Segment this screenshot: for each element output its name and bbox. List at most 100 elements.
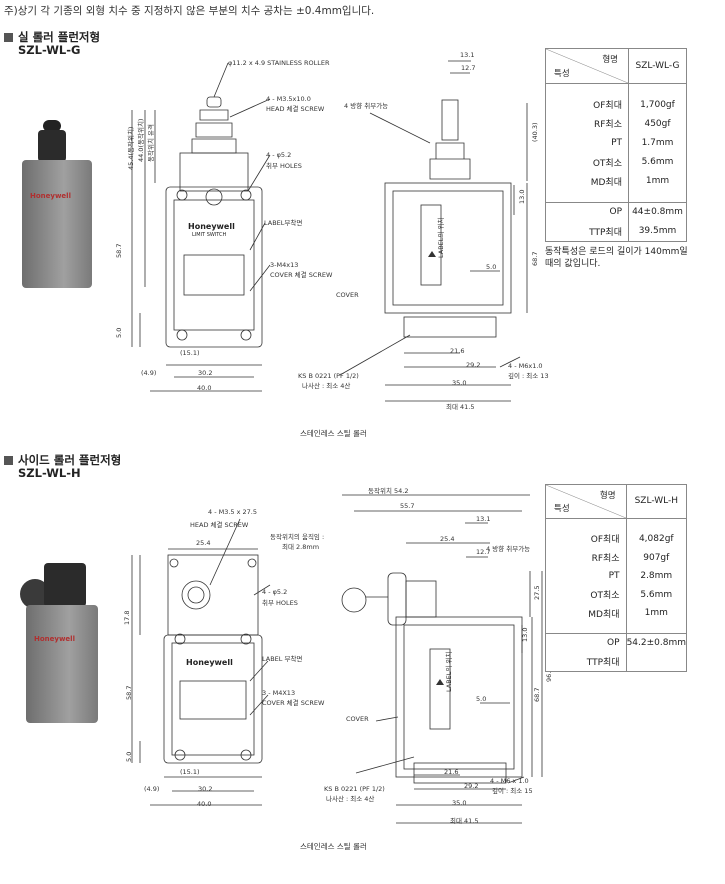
- dim-free-g: 동작위치 유격: [147, 124, 155, 162]
- hdr-char-g: 특성: [554, 68, 570, 79]
- label-m6-sub-h: 깊이 : 최소 15: [492, 787, 533, 795]
- dim-41-5-g: 최대 41.5: [446, 403, 475, 411]
- dim-29-2-g: 29.2: [466, 361, 481, 369]
- dim-41-5-h: 최대 41.5: [450, 817, 479, 825]
- label-stroke-h: 동작위치 54.2: [368, 487, 409, 495]
- footnote-g: 동작특성은 로드의 길이가 140mm일 때의 값입니다.: [545, 247, 688, 269]
- spec-key: PT: [546, 566, 627, 586]
- spec-value: 1,700gf: [640, 99, 675, 110]
- label-ks-sub-h: 나사산 : 최소 4산: [326, 795, 375, 803]
- drawing-brand-sub-g: LIMIT SWITCH: [192, 232, 227, 238]
- dim-40-0-h: 40.0: [197, 800, 212, 808]
- spec-value: 5.6mm: [641, 157, 674, 168]
- dim-40-0-g: 40.0: [197, 384, 212, 392]
- spec-key: MD최대: [546, 603, 627, 623]
- square-bullet-icon: [4, 33, 13, 42]
- spec-value: 4,082gf: [638, 533, 674, 544]
- label-cover-screw-h: 3 - M4X13: [262, 689, 296, 697]
- drawing-brand-h: Honeywell: [186, 658, 233, 667]
- spec-value: 1mm: [644, 608, 668, 619]
- label-mount-dir-g: 4 방향 취부가능: [344, 102, 389, 110]
- spec-value: 5.6mm: [640, 589, 673, 600]
- dim-25-4r-h: 25.4: [440, 535, 455, 543]
- dim-35-0-h: 35.0: [452, 799, 467, 807]
- spec-value: 450gf: [644, 118, 671, 129]
- label-ks-g: KS B 0221 (PF 1/2): [298, 372, 359, 380]
- photo-brand-h: Honeywell: [34, 635, 75, 643]
- dim-27-5-h: 27.5: [533, 585, 541, 600]
- dim-4-9-h: (4.9): [144, 785, 160, 793]
- caption-h: 스테인레스 스틸 롤러: [300, 842, 367, 851]
- label-head-screw-sub-g: HEAD 체결 SCREW: [266, 105, 325, 113]
- dim-13-1-g: 13.1: [460, 51, 475, 59]
- spec-key: PT: [546, 133, 629, 153]
- label-free-h: 동작위치의 움직임 :: [270, 533, 325, 541]
- label-text-g: LABEL의 위치: [437, 217, 445, 258]
- label-holes-g: 4 - φ5.2: [266, 151, 292, 159]
- spec-key: RF최소: [546, 114, 629, 134]
- dim-21-6-h: 21.6: [444, 768, 459, 776]
- dim-4-9-g: (4.9): [141, 369, 157, 377]
- product-photo-h: Honeywell: [10, 555, 110, 725]
- label-cover-h: COVER: [346, 715, 369, 723]
- tolerance-note: 주)상기 각 기종의 외형 치수 중 지정하지 않은 부분의 치수 공차는 ±0…: [4, 5, 375, 17]
- label-mount-dir-h: 4 방향 취부가능: [486, 545, 531, 553]
- label-cover-g: COVER: [336, 291, 359, 299]
- spec-key: OF최대: [546, 95, 629, 115]
- square-bullet-icon: [4, 456, 13, 465]
- section-2-title: 사이드 롤러 플런저형: [4, 452, 121, 468]
- label-roller-g: φ11.2 x 4.9 STAINLESS ROLLER: [228, 59, 330, 67]
- label-holes-sub-h: 취부 HOLES: [262, 599, 298, 607]
- dim-58-7-g: 58.7: [115, 243, 123, 258]
- label-holes-h: 4 - φ5.2: [262, 588, 288, 596]
- spec-value: 39.5mm: [638, 226, 677, 237]
- spec-key: TTP최대: [546, 652, 627, 671]
- label-head-screw-h: 4 - M3.5 x 27.5: [208, 508, 258, 516]
- spec-value: 1mm: [645, 176, 670, 187]
- section-2-model: SZL-WL-H: [18, 466, 81, 480]
- dim-15-1-h: (15.1): [180, 768, 200, 776]
- label-head-screw-sub-h: HEAD 체결 SCREW: [190, 521, 249, 529]
- spec-key: RF최소: [546, 548, 627, 567]
- dim-12-7-g: 12.7: [461, 64, 476, 72]
- label-cover-screw-g: 3-M4x13: [270, 261, 299, 269]
- spec-key: OP: [546, 202, 629, 222]
- section-1-model: SZL-WL-G: [18, 43, 81, 57]
- dim-15-1-g: (15.1): [180, 349, 200, 357]
- spec-key: OT최소: [546, 585, 627, 604]
- spec-key: MD최대: [546, 171, 629, 191]
- label-free-sub-h: 최대 2.8mm: [282, 543, 320, 551]
- label-m6-h: 4 - M6 x 1.0: [490, 777, 529, 785]
- label-ks-sub-g: 나사산 : 최소 4산: [302, 382, 351, 390]
- spec-value: 907gf: [643, 552, 670, 563]
- dim-30-2-g: 30.2: [198, 369, 213, 377]
- caption-g: 스테인레스 스틸 롤러: [300, 429, 367, 438]
- dim-29-2-h: 29.2: [464, 782, 479, 790]
- spec-key: OF최대: [546, 529, 627, 549]
- dim-13-1-h: 13.1: [476, 515, 491, 523]
- dim-30-2-h: 30.2: [198, 785, 213, 793]
- spec-value: 2.8mm: [640, 571, 673, 582]
- drawing-front-h: [131, 494, 543, 824]
- dim-58-7-h: 58.7: [125, 685, 133, 700]
- hdr-model-g: 형명: [602, 55, 618, 65]
- label-cover-screw-sub-h: COVER 체결 SCREW: [262, 699, 325, 707]
- dim-21-6-g: 21.6: [450, 347, 465, 355]
- spec-key: OP: [546, 633, 627, 653]
- label-ks-h: KS B 0221 (PF 1/2): [324, 785, 385, 793]
- spec-value: [626, 652, 686, 671]
- drawing-brand-g: Honeywell: [188, 222, 235, 231]
- dim-68-7-g: 68.7: [531, 251, 539, 266]
- product-photo-g: Honeywell: [10, 120, 105, 295]
- dim-44-0-g: 44.0(동작위치): [137, 118, 145, 162]
- spec-key: OT최소: [546, 152, 629, 172]
- spec-value: 1.7mm: [641, 138, 674, 148]
- spec-value: 44±0.8mm: [628, 202, 686, 222]
- section-1-title: 실 롤러 플런저형: [4, 29, 100, 45]
- spec-value: 54.2±0.8mm: [626, 633, 686, 653]
- label-label-pos-g: LABEL부착면: [264, 219, 303, 227]
- dim-40-3-g: (40.3): [531, 122, 539, 142]
- dim-45-4-g: 45.4(동작위치): [127, 126, 135, 170]
